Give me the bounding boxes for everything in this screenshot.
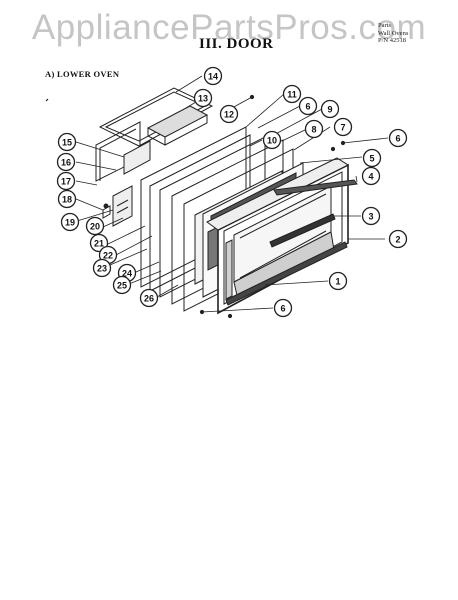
callout-circle bbox=[139, 288, 159, 308]
callout-circle bbox=[112, 275, 132, 295]
callout-number: 12 bbox=[224, 109, 234, 119]
callout-circle bbox=[262, 130, 282, 150]
callout-circle bbox=[203, 66, 223, 86]
callout-circle bbox=[320, 99, 340, 119]
callout-circle bbox=[56, 152, 76, 172]
callout-number: 25 bbox=[117, 280, 127, 290]
callout-number: 9 bbox=[327, 104, 332, 114]
callout-number: 3 bbox=[368, 211, 373, 221]
callout-number: 7 bbox=[340, 122, 345, 132]
callout-number: 11 bbox=[287, 89, 297, 99]
watermark: AppliancePartsPros.com bbox=[31, 8, 427, 47]
callout-circle bbox=[388, 229, 408, 249]
section-label: A) LOWER OVEN bbox=[45, 69, 120, 79]
callout-circle bbox=[304, 119, 324, 139]
callout-number: 10 bbox=[267, 135, 277, 145]
callout-circle bbox=[57, 189, 77, 209]
callout-number: 6 bbox=[395, 133, 400, 143]
block-part-15 bbox=[123, 140, 151, 175]
callout-circle bbox=[56, 171, 76, 191]
callout-circle bbox=[333, 117, 353, 137]
top-trim-bar bbox=[273, 179, 358, 196]
callout-circle bbox=[361, 166, 381, 186]
callout-number: 16 bbox=[61, 157, 71, 167]
callout-number: 2 bbox=[395, 234, 400, 244]
callout-circle bbox=[273, 298, 293, 318]
callout-number: 1 bbox=[335, 276, 340, 286]
callout-circle bbox=[60, 212, 80, 232]
callout-number: 13 bbox=[198, 93, 208, 103]
bracket-parts bbox=[102, 185, 133, 227]
callout-number: 5 bbox=[369, 153, 374, 163]
callout-circle bbox=[92, 258, 112, 278]
callout-circle bbox=[328, 271, 348, 291]
callout-circle bbox=[361, 206, 381, 226]
screws bbox=[199, 94, 346, 319]
callout-circle bbox=[193, 88, 213, 108]
page-title: III. DOOR bbox=[199, 36, 274, 52]
callout-number: 20 bbox=[90, 221, 100, 231]
callout-circle bbox=[282, 84, 302, 104]
callout-circle bbox=[388, 128, 408, 148]
document-info: Parts Wall Ovens P/N 42518 bbox=[378, 22, 408, 45]
callout-number: 18 bbox=[62, 194, 72, 204]
bottom-trim bbox=[225, 241, 348, 306]
callout-number: 15 bbox=[62, 137, 72, 147]
top-channel-part bbox=[146, 105, 209, 146]
callout-circle bbox=[219, 104, 239, 124]
doc-info-line3: P/N 42518 bbox=[378, 37, 406, 44]
callout-number: 17 bbox=[61, 176, 71, 186]
callout-number: 6 bbox=[305, 101, 310, 111]
callout-number: 4 bbox=[368, 171, 373, 181]
callout-number: 19 bbox=[65, 217, 75, 227]
doc-info-line2: Wall Ovens bbox=[378, 29, 409, 37]
callout-number: 23 bbox=[97, 263, 107, 273]
callout-number: 14 bbox=[208, 71, 218, 81]
door-handle bbox=[269, 213, 336, 248]
callout-number: 6 bbox=[280, 303, 285, 313]
callout-circle bbox=[362, 148, 382, 168]
callout-number: 21 bbox=[94, 238, 104, 248]
leader-lines bbox=[75, 75, 389, 313]
callout-circle bbox=[298, 96, 318, 116]
callout-number: 22 bbox=[103, 250, 113, 260]
callout-number: 26 bbox=[144, 293, 154, 303]
callout-number: 24 bbox=[122, 268, 132, 278]
callout-circle bbox=[57, 132, 77, 152]
doc-info-line1: Parts bbox=[378, 22, 391, 29]
callout-circle bbox=[85, 216, 105, 236]
callout-number: 8 bbox=[311, 124, 316, 134]
stray-mark bbox=[45, 98, 49, 102]
